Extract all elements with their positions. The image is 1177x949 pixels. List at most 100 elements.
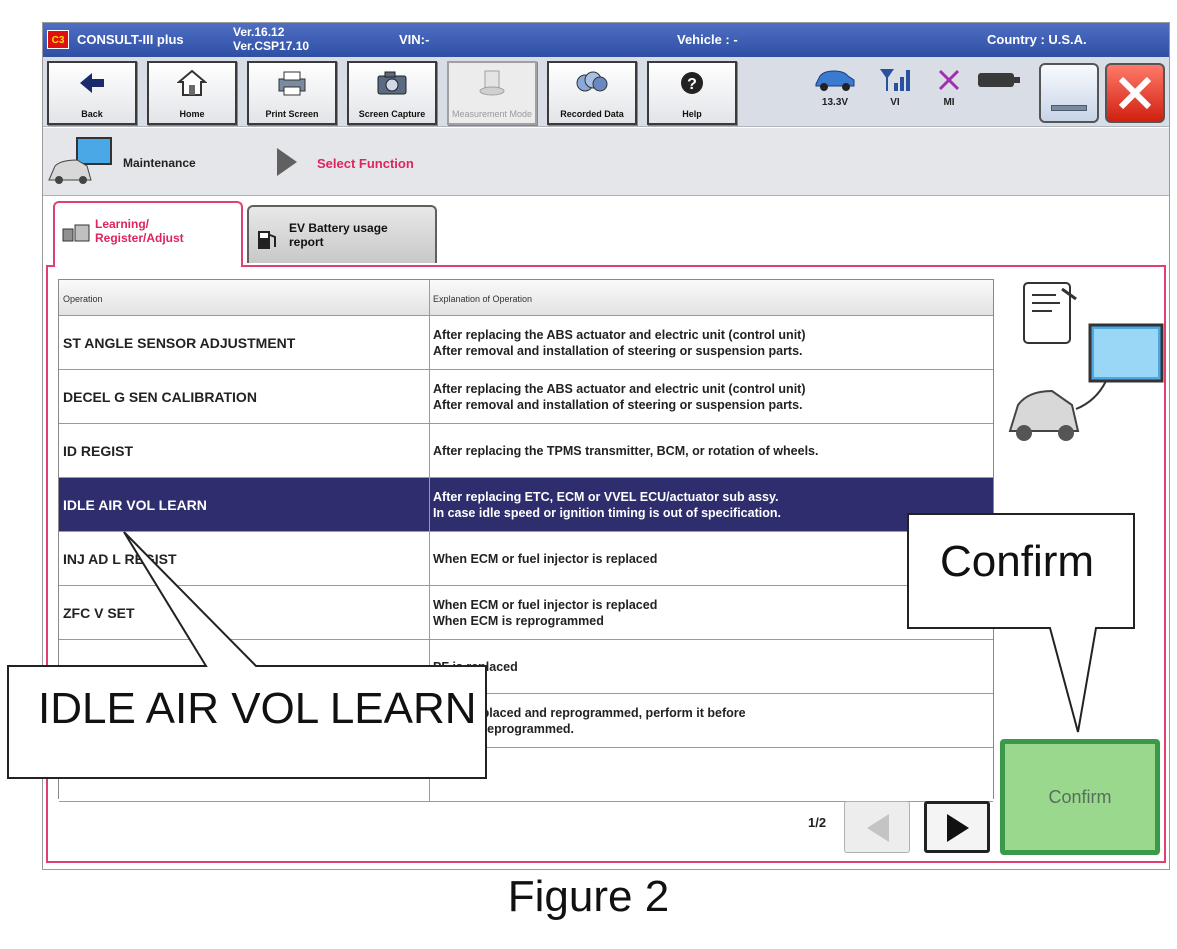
minimize-button[interactable] [1039, 63, 1099, 123]
operation-name: IDLE AIR VOL LEARN [63, 496, 207, 513]
explanation-line-1: CM is replaced and reprogrammed, perform… [433, 705, 746, 720]
measurement-icon [449, 67, 535, 99]
tab-ev-label-2: report [289, 235, 324, 249]
country-label: Country : U.S.A. [987, 32, 1087, 47]
close-button[interactable] [1105, 63, 1165, 123]
tab-ev-battery-usage-report[interactable]: EV Battery usage report [247, 205, 437, 263]
next-page-button[interactable] [924, 801, 990, 853]
camera-icon [349, 67, 435, 99]
explanation-line-1: PF is replaced [433, 659, 518, 674]
mi-cross-icon [921, 63, 977, 97]
operation-table: Operation Explanation of Operation ST AN… [58, 279, 994, 802]
column-header-explanation: Explanation of Operation [433, 294, 533, 304]
breadcrumb: Maintenance Select Function [43, 128, 1169, 196]
explanation-line-2: In case idle speed or ignition timing is… [433, 505, 781, 520]
arrow-left-icon [867, 814, 889, 842]
function-panel: Operation Explanation of Operation ST AN… [46, 265, 1166, 863]
column-header-operation: Operation [63, 294, 103, 304]
operation-name: ZFC V SET [63, 604, 135, 621]
vin-label: VIN:- [399, 32, 430, 47]
vehicle-label: Vehicle : - [677, 32, 738, 47]
consult-window: C3 CONSULT-III plus Ver.16.12 Ver.CSP17.… [42, 22, 1170, 870]
back-arrow-icon [49, 67, 135, 99]
breadcrumb-maintenance[interactable]: Maintenance [123, 156, 196, 170]
table-row[interactable]: ZFC V SET When ECM or fuel injector is re… [59, 586, 993, 640]
home-button[interactable]: Home [147, 61, 237, 125]
vi-status: VI [867, 63, 923, 121]
operation-explanation [433, 748, 989, 801]
operation-explanation: CM is replaced and reprogrammed, perform… [433, 694, 989, 747]
printer-icon [249, 67, 335, 99]
help-button[interactable]: ? Help [647, 61, 737, 125]
mi-status: MI [921, 63, 977, 121]
operation-explanation: After replacing the ABS actuator and ele… [433, 370, 989, 423]
explanation-line-1: When ECM or fuel injector is replaced [433, 597, 658, 612]
minimize-icon [1051, 105, 1087, 111]
version-line2: Ver.CSP17.10 [233, 39, 310, 53]
explanation-line-1: After replacing the ABS actuator and ele… [433, 381, 806, 396]
operation-explanation: After replacing the TPMS transmitter, BC… [433, 424, 989, 477]
svg-text:?: ? [687, 76, 697, 93]
close-icon [1118, 76, 1152, 110]
tab-learning-label-1: Learning/ [95, 217, 150, 231]
connector-status [971, 63, 1027, 121]
measurement-mode-button[interactable]: Measurement Mode [447, 61, 537, 125]
table-row[interactable]: IDLE AIR VOL LEARN After replacing ETC, E… [59, 478, 993, 532]
back-button[interactable]: Back [47, 61, 137, 125]
table-row[interactable]: DECEL G SEN CALIBRATION After replacing t… [59, 370, 993, 424]
diagnosis-illustration-icon [1006, 281, 1166, 456]
tab-ev-label-1: EV Battery usage [289, 221, 388, 235]
learning-icon [61, 223, 91, 248]
recorded-data-icon [549, 67, 635, 99]
tab-learning-register-adjust[interactable]: Learning/ Register/Adjust [53, 201, 243, 267]
table-row[interactable] [59, 748, 993, 802]
explanation-line-2: When ECM is reprogrammed [433, 613, 604, 628]
operation-name: ID REGIST [63, 442, 134, 459]
version-line1: Ver.16.12 [233, 25, 285, 39]
operation-explanation: After replacing the ABS actuator and ele… [433, 316, 989, 369]
table-row[interactable]: ST ANGLE SENSOR ADJUSTMENT After replacin… [59, 316, 993, 370]
home-icon [149, 67, 235, 99]
breadcrumb-current: Select Function [317, 156, 414, 171]
operation-explanation: After replacing ETC, ECM or VVEL ECU/act… [433, 478, 989, 531]
screen-capture-button[interactable]: Screen Capture [347, 61, 437, 125]
toolbar: Back Home Print Screen Screen Capture Me… [43, 57, 1169, 127]
confirm-button[interactable]: Confirm [1000, 739, 1160, 855]
version-info: Ver.16.12 Ver.CSP17.10 [233, 25, 309, 53]
arrow-right-icon [947, 814, 969, 842]
explanation-line-1: After replacing ETC, ECM or VVEL ECU/act… [433, 489, 779, 504]
recorded-data-button[interactable]: Recorded Data [547, 61, 637, 125]
operation-name: ST ANGLE SENSOR ADJUSTMENT [63, 334, 296, 351]
tab-learning-label-2: Register/Adjust [95, 231, 184, 245]
table-row[interactable]: ID REGIST After replacing the TPMS transm… [59, 424, 993, 478]
car-battery-icon [807, 63, 863, 97]
connector-icon [971, 63, 1027, 97]
table-row[interactable]: INJ AD L REGIST When ECM or fuel injector… [59, 532, 993, 586]
explanation-line-1: After replacing the TPMS transmitter, BC… [433, 443, 819, 458]
operation-explanation: When ECM or fuel injector is replaced [433, 532, 989, 585]
app-logo-icon: C3 [47, 30, 69, 49]
callout-confirm-text: Confirm [940, 537, 1095, 586]
explanation-line-2: ment or reprogrammed. [433, 721, 575, 736]
operation-name: INJ AD L REGIST [63, 550, 177, 567]
explanation-line-2: After removal and installation of steeri… [433, 343, 803, 358]
battery-voltage-status: 13.3V [807, 63, 863, 121]
breadcrumb-arrow-icon [277, 148, 297, 176]
page-indicator: 1/2 [808, 815, 827, 830]
callout-idle-text: IDLE AIR VOL LEARN [38, 684, 477, 733]
operation-name [63, 748, 425, 801]
explanation-line-2: After removal and installation of steeri… [433, 397, 803, 412]
explanation-line-1: When ECM or fuel injector is replaced [433, 551, 658, 566]
print-screen-button[interactable]: Print Screen [247, 61, 337, 125]
help-icon: ? [649, 67, 735, 99]
operation-name: DECEL G SEN CALIBRATION [63, 388, 257, 405]
figure-caption: Figure 2 [507, 872, 670, 921]
app-name: CONSULT-III plus [77, 32, 184, 47]
title-bar: C3 CONSULT-III plus Ver.16.12 Ver.CSP17.… [43, 23, 1169, 57]
operation-explanation: PF is replaced [433, 640, 989, 693]
maintenance-icon [47, 136, 117, 191]
signal-icon [867, 63, 923, 97]
explanation-line-1: After replacing the ABS actuator and ele… [433, 327, 806, 342]
previous-page-button[interactable] [844, 801, 910, 853]
